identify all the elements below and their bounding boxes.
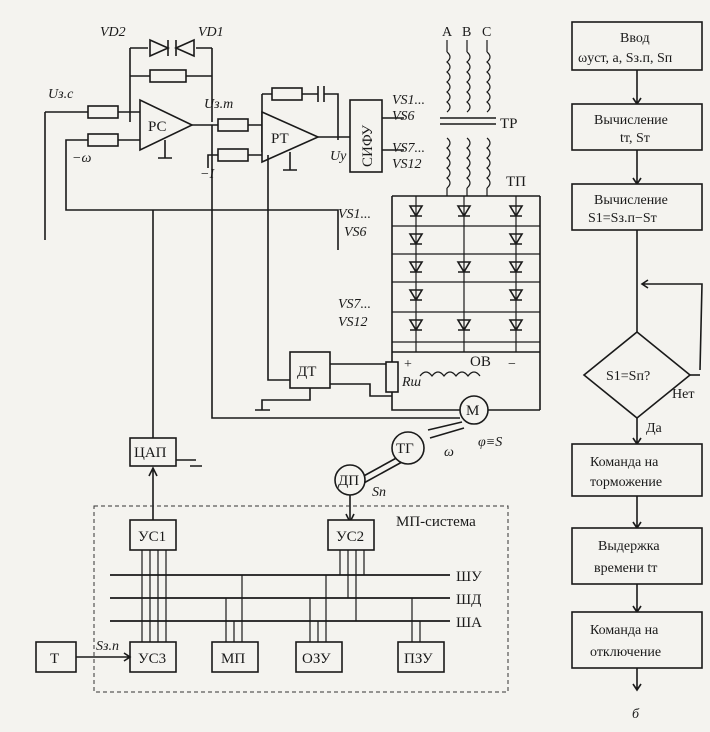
current-fb-resistor	[217, 148, 249, 162]
u-zt-label: Uз.т	[204, 97, 233, 112]
mp-block	[211, 641, 259, 673]
sifu-label: СИФУ	[360, 124, 376, 167]
u-zs-label: Uз.с	[48, 87, 74, 102]
motor-label: М	[466, 403, 479, 419]
vs7-top-label: VS7...	[392, 141, 425, 156]
pzu-block	[397, 641, 445, 673]
us1-label: УС1	[138, 529, 166, 545]
ov-label: ОВ	[470, 354, 491, 370]
tg-label: ТГ	[396, 441, 414, 457]
rs-label: РС	[148, 119, 167, 135]
flow-delay-box	[571, 527, 703, 585]
input-resistor-2	[87, 133, 119, 147]
thyristor-bridge: VS1... VS6 VS7... VS12	[338, 195, 541, 410]
t-block	[35, 641, 77, 673]
us1-block	[129, 519, 177, 551]
vs1-bridge-label: VS1...	[338, 207, 371, 222]
dt-label: ДТ	[297, 364, 316, 380]
ozu-block	[295, 641, 343, 673]
flow-off-line1: Команда на	[590, 623, 659, 638]
flow-off-line2: отключение	[590, 645, 661, 660]
vs1-top-label: VS1...	[392, 93, 425, 108]
flow-calc2-formula: S1=Sз.п−Sт	[588, 211, 657, 226]
us3-block	[129, 641, 177, 673]
phase-c-label: C	[482, 25, 491, 40]
input-resistor-1	[87, 105, 119, 119]
t-label: Т	[50, 651, 59, 667]
transformer: A B C ТР ТП	[440, 25, 526, 196]
vs6-top-label: VS6	[392, 109, 415, 124]
flow-calc1-title: Вычисление	[594, 113, 668, 128]
bus-control-label: ШУ	[456, 569, 482, 585]
u-y-label: Uу	[330, 149, 347, 164]
ov-plus-label: +	[404, 357, 412, 372]
vs6-bridge-label: VS6	[344, 225, 367, 240]
phase-b-label: B	[462, 25, 471, 40]
s-zp-label: Sз.п	[96, 639, 119, 654]
r-sh-label: Rш	[401, 375, 422, 390]
mp-system-label: МП-система	[396, 514, 476, 530]
flow-delay-line2: времени tт	[594, 561, 657, 576]
flow-calc1-box	[571, 103, 703, 151]
zener-diodes: VD2 VD1	[100, 25, 224, 122]
tr-label: ТР	[500, 116, 518, 132]
mp-label: МП	[221, 651, 245, 667]
i-fb-label: −I	[200, 167, 215, 182]
vs12-bridge-label: VS12	[338, 315, 368, 330]
flow-input-title: Ввод	[620, 31, 650, 46]
flow-input-vars: ωуст, а, Sз.п, Sп	[578, 51, 673, 66]
us2-block	[327, 519, 375, 551]
flow-input-box	[571, 21, 703, 71]
vs12-top-label: VS12	[392, 157, 422, 172]
rt-label: РТ	[271, 131, 289, 147]
rt-input-resistor	[217, 118, 249, 132]
bus-data-label: ШД	[456, 592, 481, 608]
flow-no-label: Нет	[672, 387, 694, 402]
s-p-label: Sп	[372, 485, 386, 500]
shunt-resistor	[385, 361, 399, 393]
us2-label: УС2	[336, 529, 364, 545]
vs7-bridge-label: VS7...	[338, 297, 371, 312]
flowchart-caption: б	[632, 707, 640, 722]
rt-feedback-resistor	[271, 87, 303, 101]
omega-fb-label: −ω	[72, 151, 91, 166]
ov-minus-label: −	[508, 357, 516, 372]
tp-label: ТП	[506, 174, 526, 190]
phi-label: φ≡S	[478, 435, 502, 450]
flow-calc2-title: Вычисление	[594, 193, 668, 208]
flow-calc1-vars: tт, Sт	[620, 131, 650, 146]
dac-label: ЦАП	[134, 445, 167, 461]
rs-feedback-resistor	[149, 69, 187, 83]
ozu-label: ОЗУ	[302, 651, 331, 667]
vd1-label: VD1	[198, 25, 224, 40]
sifu-block	[349, 99, 383, 173]
pzu-label: ПЗУ	[404, 651, 433, 667]
us3-label: УС3	[138, 651, 166, 667]
flow-brake-line1: Команда на	[590, 455, 659, 470]
dp-label: ДП	[338, 473, 359, 489]
rs-regulator: РС	[139, 98, 194, 159]
omega-label: ω	[444, 445, 454, 460]
vd2-label: VD2	[100, 25, 126, 40]
tachogenerator	[391, 431, 425, 465]
rt-regulator: РТ	[261, 110, 320, 171]
flow-brake-line2: торможение	[590, 475, 662, 490]
flow-brake-box	[571, 443, 703, 497]
bus-address-label: ША	[456, 615, 482, 631]
flow-delay-line1: Выдержка	[598, 539, 660, 554]
mp-system-frame	[93, 505, 509, 693]
flow-yes-label: Да	[646, 421, 663, 436]
flow-decision-label: S1=Sп?	[606, 369, 650, 384]
phase-a-label: A	[442, 25, 453, 40]
flow-off-box	[571, 611, 703, 669]
flowchart: Ввод ωуст, а, Sз.п, Sп Вычисление tт, Sт…	[571, 21, 703, 722]
flow-calc2-box	[571, 183, 703, 231]
